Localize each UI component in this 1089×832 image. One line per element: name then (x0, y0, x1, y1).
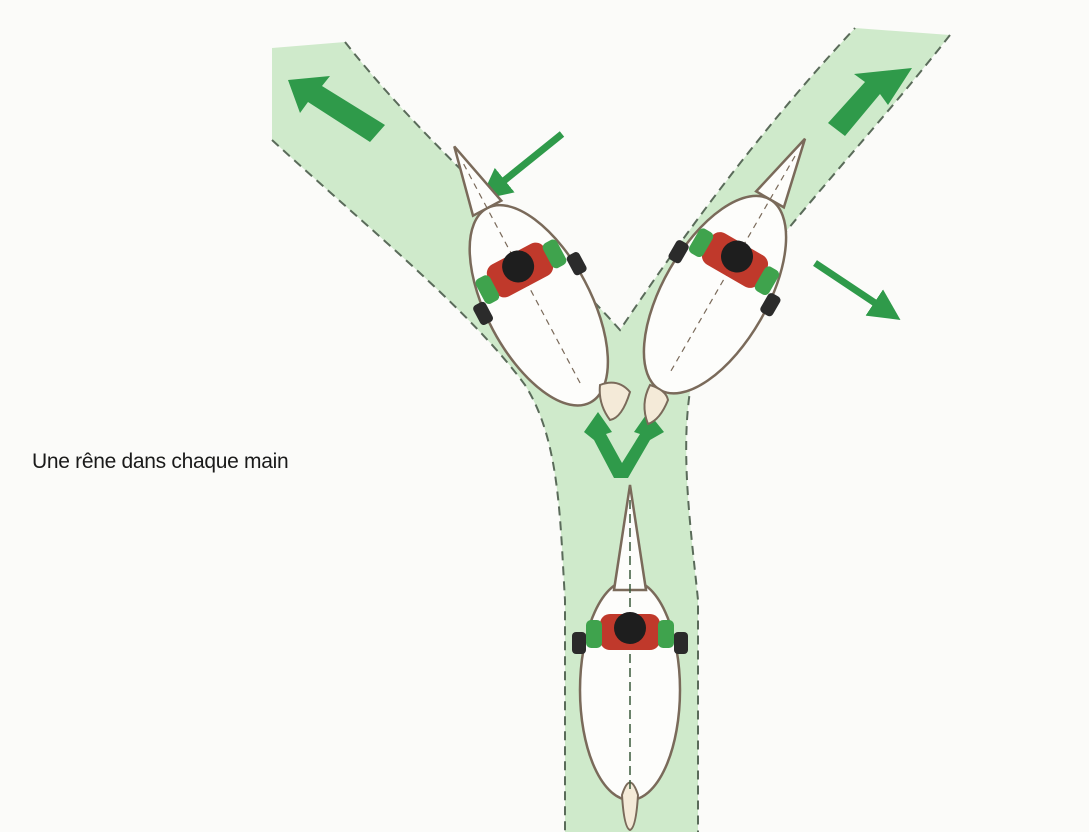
diagram-caption: Une rêne dans chaque main (32, 450, 288, 474)
rein-pressure-arrow-icon (490, 134, 562, 192)
opening-rein-arrow-icon (815, 263, 890, 313)
